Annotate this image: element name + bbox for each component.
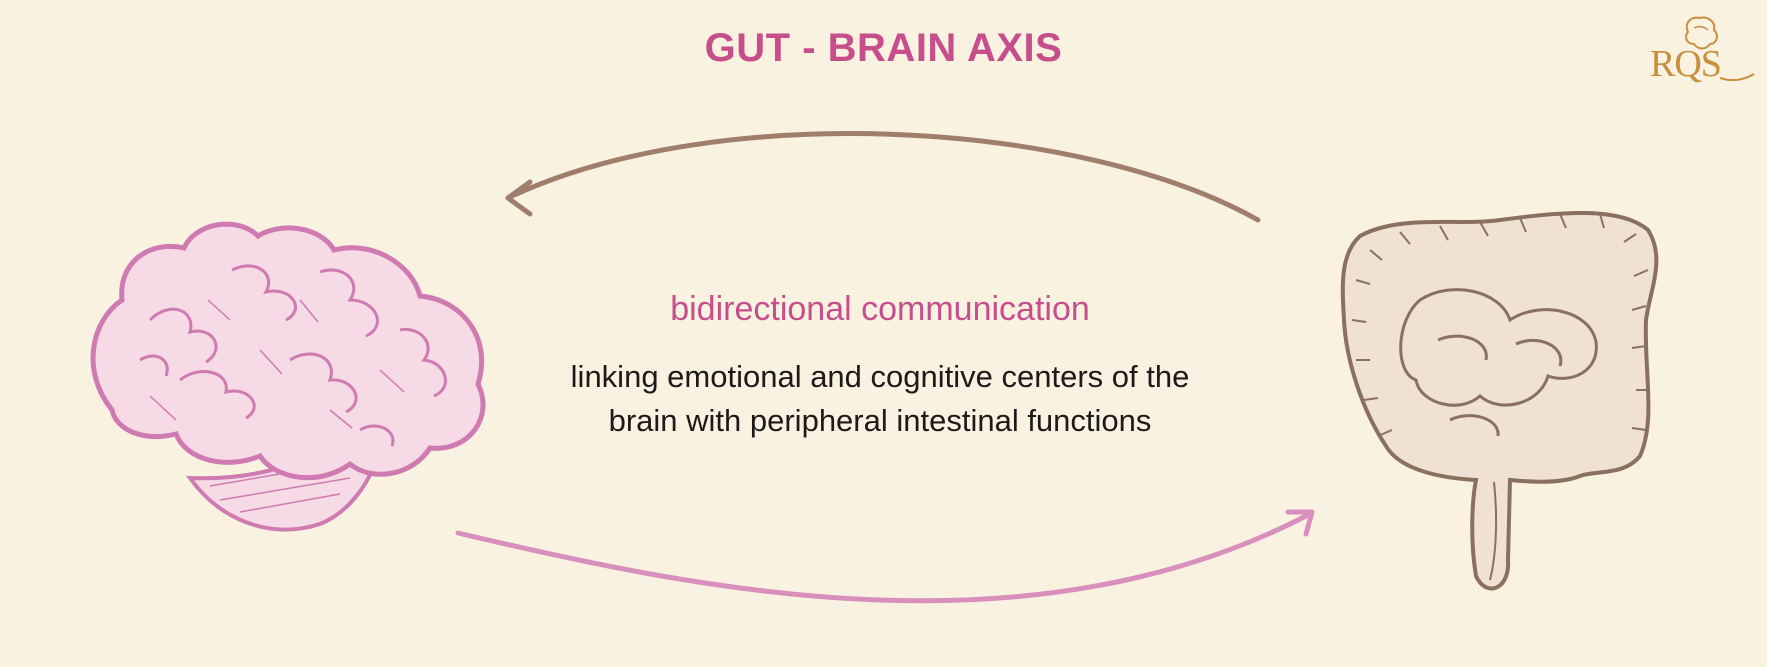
curved-arrow-left-icon [505,131,1261,223]
diagram-title: GUT - BRAIN AXIS [704,26,1063,70]
intestines-icon [1340,210,1659,591]
description-line-1: linking emotional and cognitive centers … [570,359,1190,394]
lion-emblem-icon [1685,16,1755,82]
description-line-2: brain with peripheral intestinal functio… [608,403,1152,438]
subtitle-bidirectional: bidirectional communication [670,290,1090,328]
brain-icon [90,221,486,532]
curved-arrow-right-icon [455,509,1315,604]
central-text: bidirectional communication linking emot… [470,290,1290,443]
description: linking emotional and cognitive centers … [470,355,1290,443]
logo-wordmark: RQS [1650,43,1722,85]
